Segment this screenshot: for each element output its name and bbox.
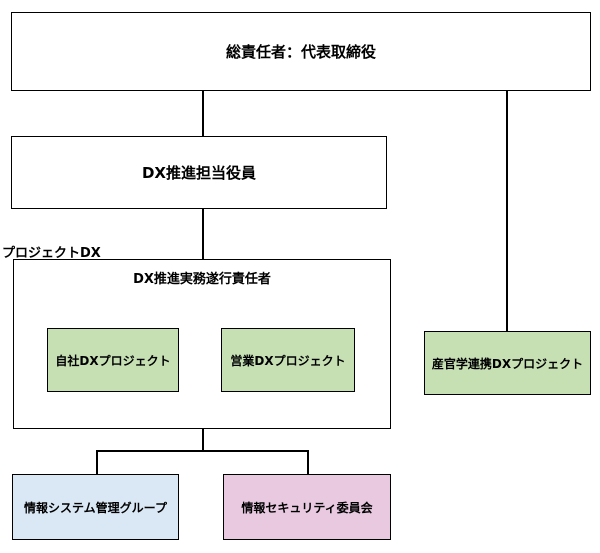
- security-committee-box: 情報セキュリティ委員会: [223, 474, 391, 540]
- dx-officer-box: DX推進担当役員: [11, 136, 387, 209]
- industry-academia-dx-project-label: 産官学連携DXプロジェクト: [431, 356, 584, 371]
- industry-academia-dx-project-box: 産官学連携DXプロジェクト: [424, 331, 591, 395]
- self-dx-project-label: 自社DXプロジェクト: [55, 353, 171, 368]
- connector-to-sec-committee: [307, 450, 309, 474]
- dx-officer-label: DX推進担当役員: [141, 164, 257, 182]
- connector-ceo-officer: [202, 91, 204, 136]
- connector-project-down: [202, 429, 204, 451]
- self-dx-project-box: 自社DXプロジェクト: [47, 328, 179, 392]
- security-committee-label: 情報セキュリティ委員会: [241, 500, 373, 515]
- connector-horizontal-bottom: [96, 450, 308, 452]
- project-dx-label: プロジェクトDX: [2, 246, 101, 261]
- sales-dx-project-label: 営業DXプロジェクト: [230, 353, 346, 368]
- connector-ceo-industry: [506, 91, 508, 331]
- project-manager-title: DX推進実務遂行責任者: [133, 272, 271, 287]
- project-group-box: [13, 259, 391, 429]
- it-management-group-label: 情報システム管理グループ: [24, 500, 167, 515]
- ceo-label: 総責任者：代表取締役: [225, 43, 376, 61]
- sales-dx-project-box: 営業DXプロジェクト: [221, 328, 355, 392]
- connector-to-it-group: [96, 450, 98, 474]
- connector-officer-project: [202, 209, 204, 259]
- it-management-group-box: 情報システム管理グループ: [12, 474, 179, 540]
- ceo-box: 総責任者：代表取締役: [11, 12, 591, 91]
